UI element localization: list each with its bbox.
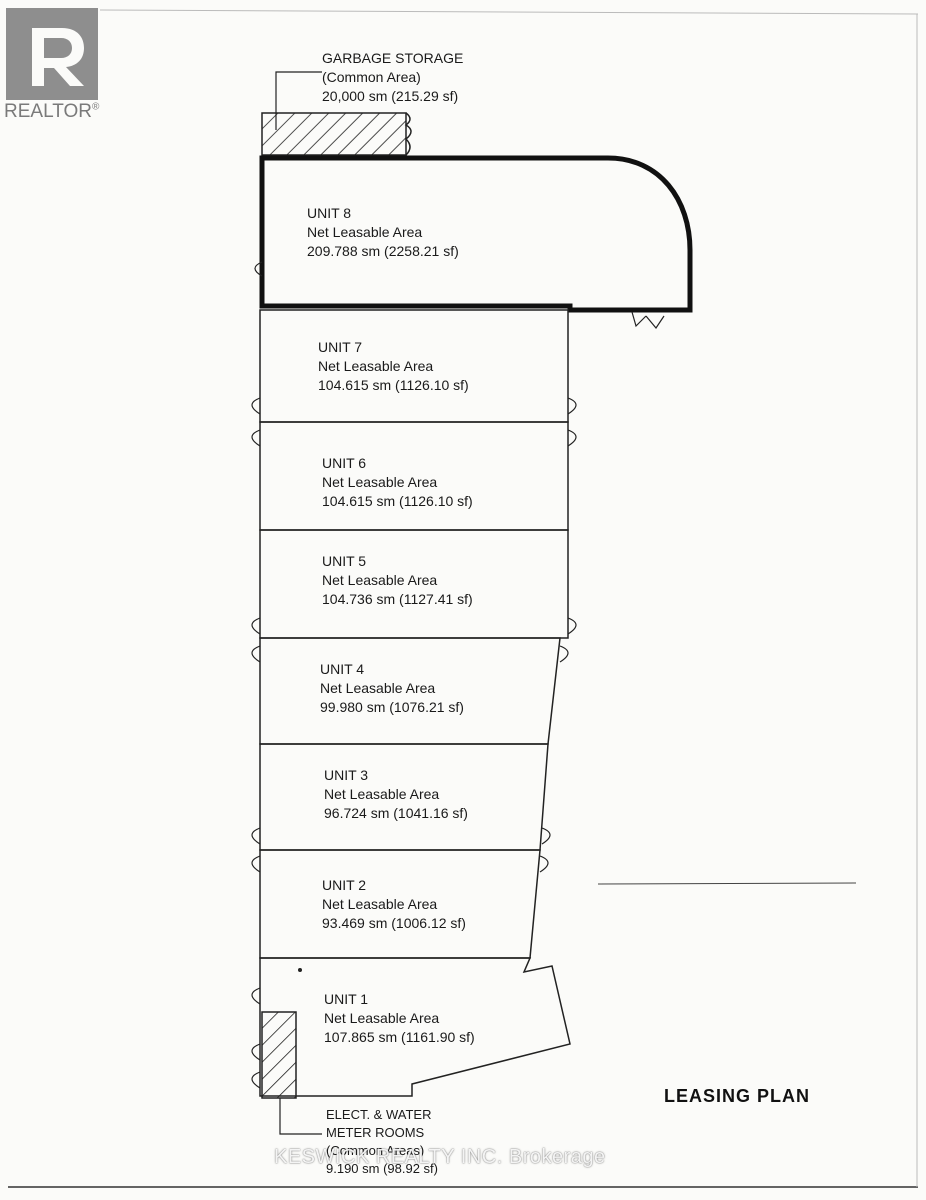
unit-area: 104.736 sm (1127.41 sf) bbox=[322, 591, 473, 607]
unit-name: UNIT 5 bbox=[322, 553, 367, 569]
unit-name: UNIT 7 bbox=[318, 339, 363, 355]
unit-name: UNIT 3 bbox=[324, 767, 369, 783]
brokerage-watermark: KESWICK REALTY INC. Brokerage bbox=[274, 1146, 606, 1168]
unit-desc: Net Leasable Area bbox=[324, 1010, 440, 1026]
unit-name: UNIT 6 bbox=[322, 455, 367, 471]
unit-name: UNIT 8 bbox=[307, 205, 352, 221]
unit-desc: Net Leasable Area bbox=[318, 358, 434, 374]
unit-1-outline bbox=[259, 957, 571, 1097]
unit-area: 104.615 sm (1126.10 sf) bbox=[318, 377, 469, 393]
unit-4-label: UNIT 4 Net Leasable Area 99.980 sm (1076… bbox=[320, 660, 464, 717]
unit-desc: Net Leasable Area bbox=[324, 786, 440, 802]
realtor-logo-text: REALTOR® bbox=[4, 101, 100, 122]
garbage-leader bbox=[275, 71, 322, 130]
meter-rooms-line3: (Common Areas) bbox=[326, 1143, 425, 1158]
meter-rooms-line1: ELECT. & WATER bbox=[326, 1107, 432, 1122]
realtor-logo-icon bbox=[6, 8, 98, 100]
unit-desc: Net Leasable Area bbox=[320, 680, 436, 696]
meter-rooms-area bbox=[261, 1011, 297, 1099]
unit-3-label: UNIT 3 Net Leasable Area 96.724 sm (1041… bbox=[324, 766, 468, 823]
unit-area: 209.788 sm (2258.21 sf) bbox=[307, 243, 459, 259]
meter-rooms-line4: 9.190 sm (98.92 sf) bbox=[326, 1161, 438, 1176]
unit-1-label: UNIT 1 Net Leasable Area 107.865 sm (116… bbox=[324, 990, 475, 1047]
garbage-storage-title: GARBAGE STORAGE bbox=[322, 50, 464, 66]
unit-area: 104.615 sm (1126.10 sf) bbox=[322, 493, 473, 509]
unit-name: UNIT 4 bbox=[320, 661, 365, 677]
garbage-storage-subtitle: (Common Area) bbox=[322, 69, 421, 85]
unit-desc: Net Leasable Area bbox=[322, 896, 438, 912]
unit-area: 107.865 sm (1161.90 sf) bbox=[324, 1029, 475, 1045]
unit-7-label: UNIT 7 Net Leasable Area 104.615 sm (112… bbox=[318, 338, 469, 395]
garbage-storage-area-value: 20,000 sm (215.29 sf) bbox=[322, 88, 459, 104]
page-frame-top bbox=[99, 9, 919, 15]
unit-8-outline bbox=[259, 155, 693, 313]
stray-line bbox=[597, 882, 857, 885]
unit-8-label: UNIT 8 Net Leasable Area 209.788 sm (225… bbox=[307, 204, 459, 261]
unit-desc: Net Leasable Area bbox=[322, 474, 438, 490]
unit-name: UNIT 1 bbox=[324, 991, 369, 1007]
meter-rooms-line2: METER ROOMS bbox=[326, 1125, 425, 1140]
meter-rooms-label: ELECT. & WATER METER ROOMS (Common Areas… bbox=[326, 1106, 438, 1178]
unit-desc: Net Leasable Area bbox=[307, 224, 423, 240]
unit-area: 99.980 sm (1076.21 sf) bbox=[320, 699, 464, 715]
unit-area: 93.469 sm (1006.12 sf) bbox=[322, 915, 466, 931]
unit-2-label: UNIT 2 Net Leasable Area 93.469 sm (1006… bbox=[322, 876, 466, 933]
unit-area: 96.724 sm (1041.16 sf) bbox=[324, 805, 468, 821]
garbage-storage-area bbox=[261, 112, 407, 156]
door-swings bbox=[251, 397, 577, 1089]
unit-5-label: UNIT 5 Net Leasable Area 104.736 sm (112… bbox=[322, 552, 473, 609]
meter-rooms-leader bbox=[279, 1098, 322, 1135]
unit-6-label: UNIT 6 Net Leasable Area 104.615 sm (112… bbox=[322, 454, 473, 511]
garbage-storage-label: GARBAGE STORAGE (Common Area) 20,000 sm … bbox=[322, 49, 463, 106]
plan-title: LEASING PLAN bbox=[664, 1086, 811, 1106]
unit-desc: Net Leasable Area bbox=[322, 572, 438, 588]
unit-name: UNIT 2 bbox=[322, 877, 367, 893]
